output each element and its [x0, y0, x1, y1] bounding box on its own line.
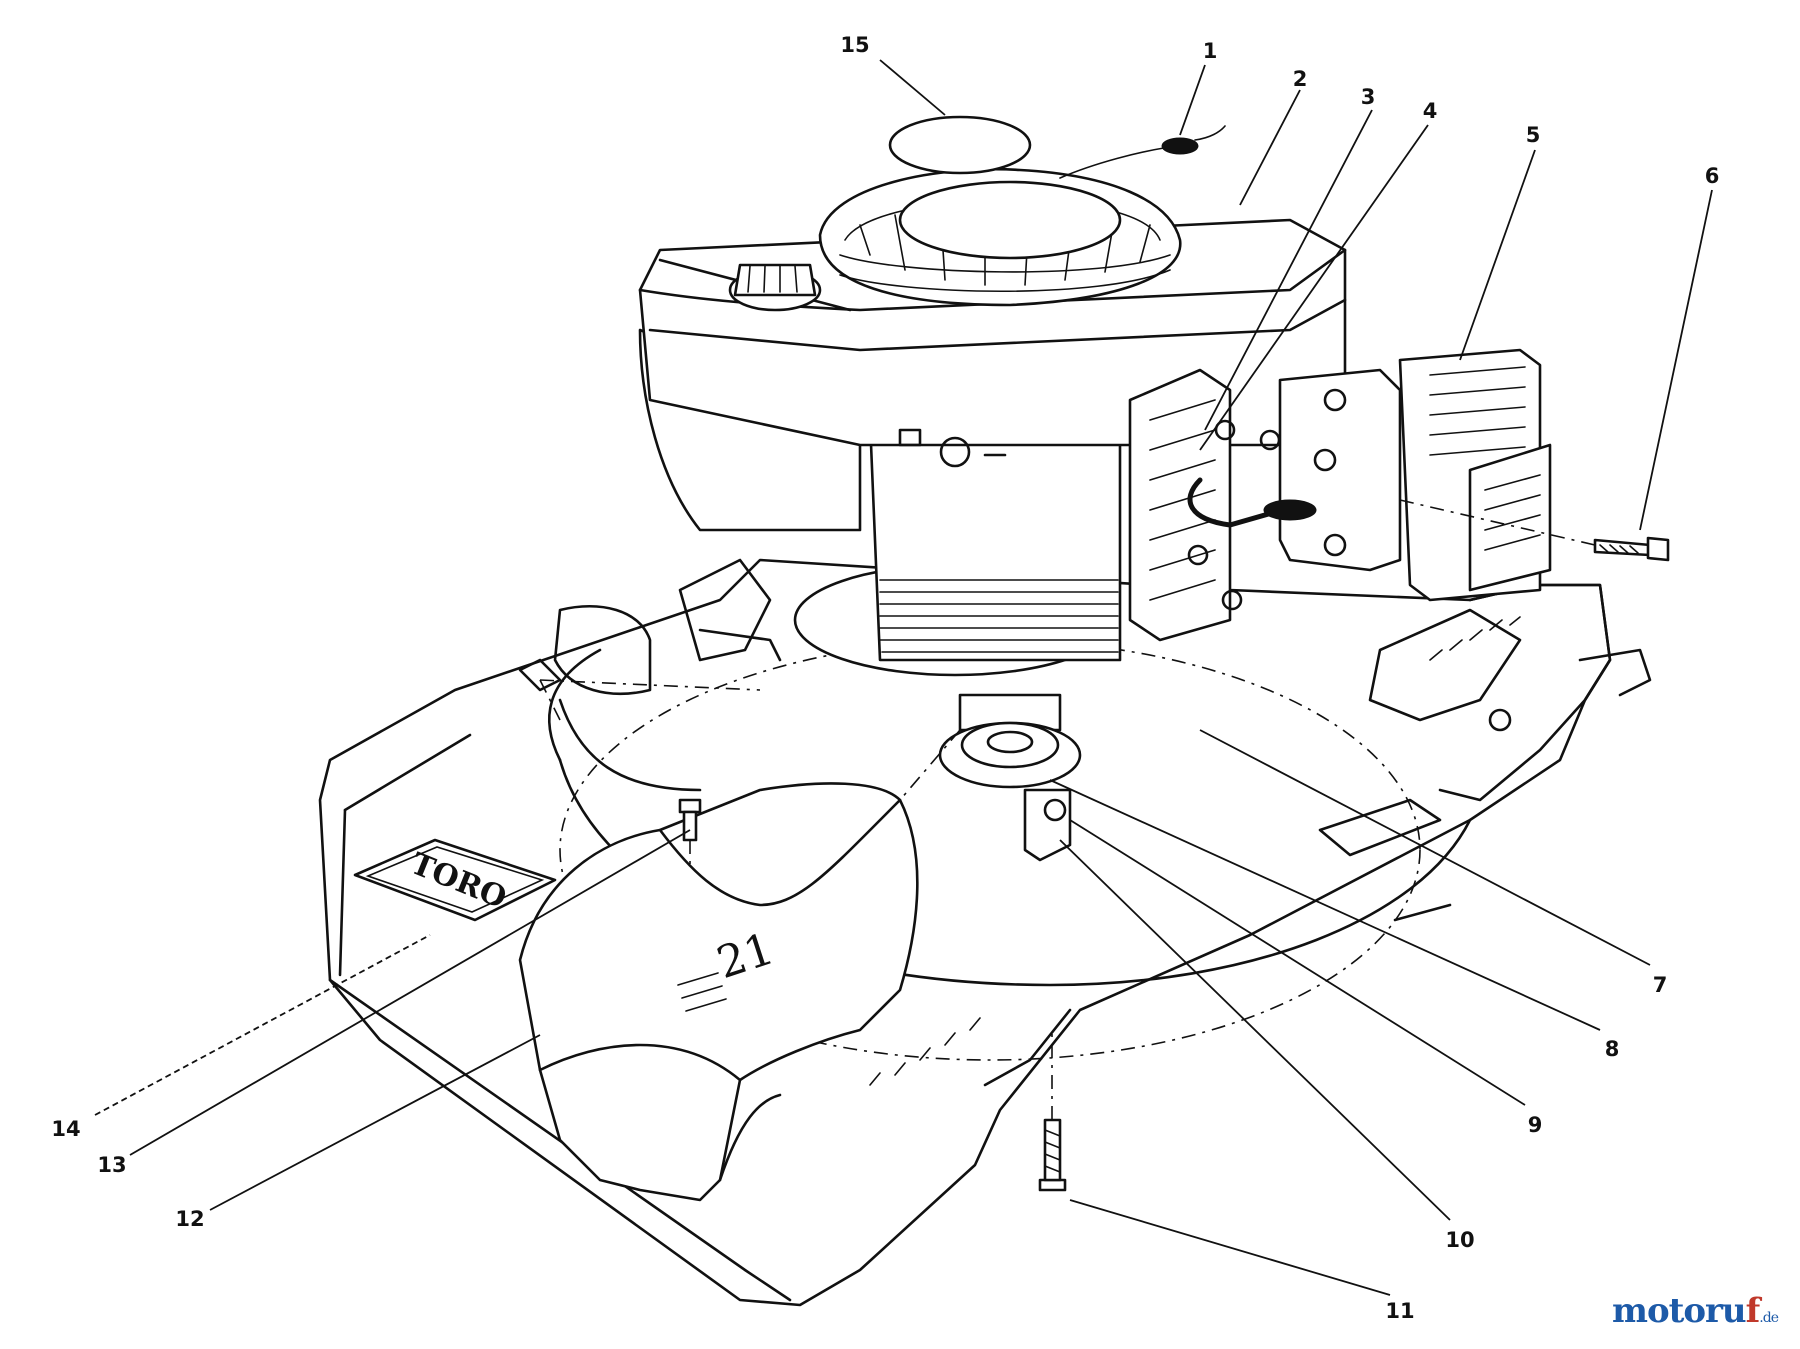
engine [638, 115, 1670, 789]
leader-lines [94, 59, 1713, 1296]
callout-7: 7 [1653, 973, 1668, 997]
watermark-name-b: f [1745, 1291, 1761, 1331]
deflector-cover: 21 [518, 782, 919, 1202]
hardware [539, 679, 1072, 1192]
callout-3: 3 [1361, 85, 1376, 109]
callout-11: 11 [1385, 1299, 1414, 1323]
callout-2: 2 [1293, 67, 1308, 91]
watermark-name-a: motoru [1611, 1291, 1747, 1331]
callout-13: 13 [97, 1153, 126, 1177]
callout-6: 6 [1705, 164, 1720, 188]
callout-8: 8 [1605, 1037, 1620, 1061]
callout-9: 9 [1528, 1113, 1543, 1137]
site-watermark: motoruf.de [1611, 1291, 1779, 1331]
callout-15: 15 [840, 33, 869, 57]
callout-1: 1 [1203, 39, 1218, 63]
callout-5: 5 [1526, 123, 1541, 147]
callout-14: 14 [51, 1117, 80, 1141]
callout-10: 10 [1445, 1228, 1474, 1252]
watermark-tld: .de [1759, 1310, 1779, 1326]
callout-numbers: 15 1 2 3 4 5 6 7 8 9 10 11 12 13 14 [51, 33, 1719, 1323]
callout-12: 12 [175, 1207, 204, 1231]
callout-4: 4 [1423, 99, 1438, 123]
